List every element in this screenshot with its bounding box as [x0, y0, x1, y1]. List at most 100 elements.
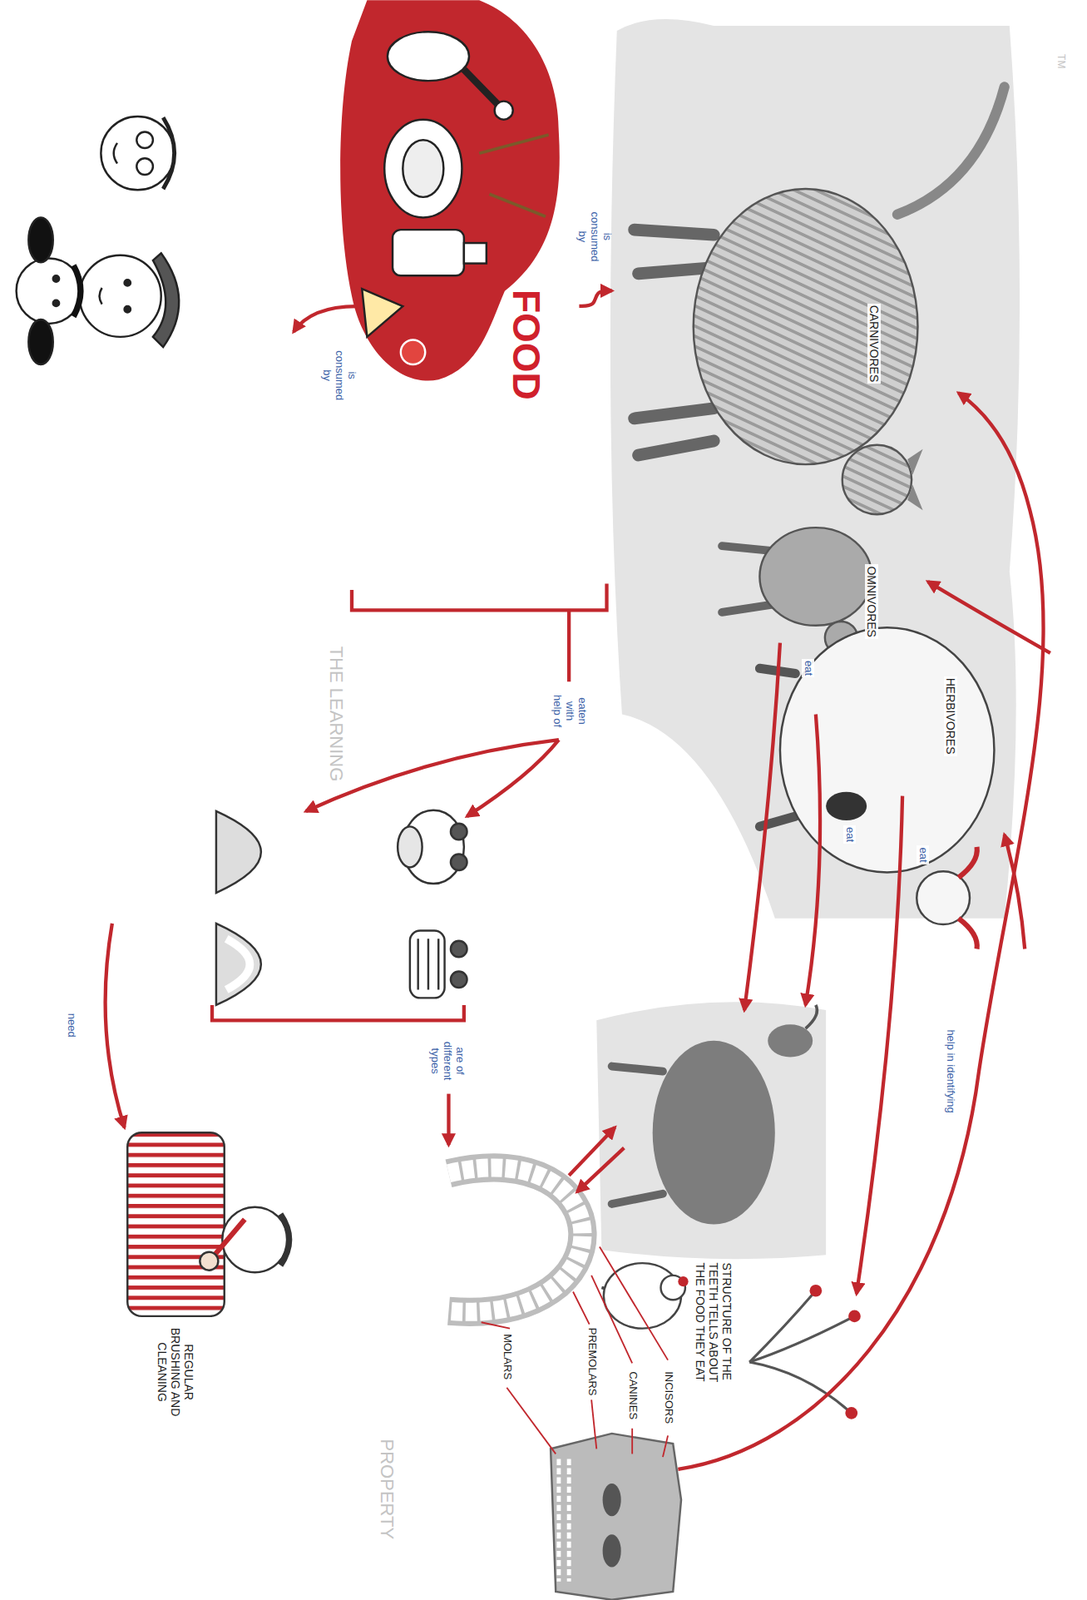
node-text: CANINES	[626, 1370, 639, 1419]
flow-arrow	[577, 1147, 624, 1192]
animal-illustration	[780, 627, 994, 872]
tooth-label: CANINES	[623, 1368, 642, 1422]
mouth-illustration	[450, 823, 468, 840]
people-illustration	[124, 306, 131, 312]
link-label: eat	[801, 658, 815, 677]
animal-illustration	[634, 229, 715, 235]
people-illustration	[153, 252, 179, 347]
food-illustration	[361, 31, 513, 365]
prey-illustration	[844, 1406, 858, 1419]
people-illustration	[53, 275, 60, 282]
tooth-label: INCISORS	[659, 1368, 677, 1426]
node-text: INCISORS	[662, 1370, 675, 1423]
prey-illustration	[749, 1289, 855, 1413]
food-illustration	[479, 134, 549, 217]
label-holder: TM	[1054, 54, 1067, 69]
label-holder: eaten with help of	[550, 694, 588, 728]
prey-illustration	[677, 1275, 688, 1286]
animal-illustration	[825, 791, 867, 821]
node-text: STRUCTURE OF THE TEETH TELLS ABOUT THE F…	[693, 1262, 734, 1400]
people-illustration	[100, 116, 174, 190]
leader-line	[599, 1246, 668, 1360]
jaw-illustration	[448, 1166, 583, 1311]
tooth-label: PREMOLARS	[583, 1324, 601, 1399]
people-illustration	[73, 265, 81, 317]
flow-arrow	[805, 714, 821, 1005]
concept-note: STRUCTURE OF THE TEETH TELLS ABOUT THE F…	[691, 1259, 737, 1403]
flow-arrow	[677, 392, 1043, 1469]
prey-illustration	[749, 1315, 855, 1362]
flow-arrow	[293, 306, 357, 332]
prey-illustration	[652, 1040, 776, 1225]
link-label: is consumed by	[576, 210, 614, 262]
watermark: PROPERTY	[376, 1438, 398, 1540]
prey-illustration	[810, 1284, 823, 1297]
flow-arrow	[744, 642, 781, 1010]
prey-illustration	[848, 1309, 861, 1323]
food-illustration	[464, 69, 498, 105]
label-holder: PROPERTY	[376, 1438, 398, 1540]
jaw-illustration	[448, 1166, 583, 1311]
brushing-illustration	[127, 1131, 224, 1316]
animal-illustration	[842, 444, 912, 514]
food-illustration	[464, 242, 487, 264]
concept-note: REGULAR BRUSHING AND CLEANING	[153, 1319, 198, 1424]
prey-illustration	[596, 1001, 826, 1259]
link-label: are of different types	[428, 1035, 466, 1086]
watermark: TM	[1054, 54, 1067, 69]
flow-arrow	[1004, 834, 1026, 949]
flow-arrow	[105, 306, 1051, 1469]
link-label: eat	[916, 844, 929, 864]
animal-illustration	[610, 19, 1020, 949]
prey-illustration	[596, 1001, 861, 1419]
leader-line	[573, 1290, 590, 1324]
leader-line	[662, 1434, 668, 1457]
link-label: is consumed by	[320, 349, 358, 401]
label-holder: is consumed by	[320, 349, 358, 401]
skull-illustration	[558, 1458, 569, 1582]
prey-illustration	[805, 1004, 818, 1028]
group-label: CARNIVORES	[612, 167, 964, 492]
label-holder: eat	[801, 658, 815, 677]
people-illustration	[136, 158, 154, 175]
prey-illustration	[810, 1284, 861, 1419]
food-illustration	[402, 139, 444, 198]
food-illustration	[479, 134, 549, 154]
people-illustration	[53, 300, 60, 307]
people-illustration	[28, 217, 53, 262]
label-holder: eat	[916, 844, 929, 864]
mouth-illustration	[450, 970, 468, 988]
node-text: HERBIVORES	[943, 676, 958, 756]
food-illustration	[489, 193, 546, 217]
people-illustration	[28, 319, 53, 365]
tooth-label: MOLARS	[498, 1330, 516, 1382]
label-holder: are of different types	[428, 1035, 466, 1086]
people-illustration	[16, 257, 82, 323]
animal-illustration	[916, 870, 970, 924]
node-text: PREMOLARS	[585, 1327, 598, 1396]
brushing-illustration	[280, 1213, 289, 1265]
people-illustration	[99, 287, 103, 305]
animal-illustration	[907, 449, 923, 511]
flow-arrow	[928, 581, 1051, 653]
concept-title: FOOD	[336, 0, 580, 406]
animal-illustration	[610, 19, 1020, 919]
prey-illustration	[612, 1066, 663, 1072]
link-label: need	[64, 1012, 78, 1038]
animal-illustration	[759, 527, 872, 626]
watermark: THE LEARNING	[326, 646, 347, 782]
flow-arrow	[568, 1126, 615, 1176]
food-illustration	[384, 119, 462, 218]
brushing-illustration	[127, 1131, 289, 1316]
label-holder: THE LEARNING	[326, 646, 347, 782]
people-illustration	[163, 117, 174, 189]
flow-arrow	[567, 609, 571, 682]
leader-line	[481, 1321, 510, 1328]
link-label: eaten with help of	[550, 694, 588, 728]
leader-line	[506, 1387, 556, 1454]
flow-arrow	[351, 583, 608, 611]
food-illustration	[494, 101, 514, 120]
prey-illustration	[612, 1193, 663, 1204]
link-label: eat	[843, 825, 856, 844]
